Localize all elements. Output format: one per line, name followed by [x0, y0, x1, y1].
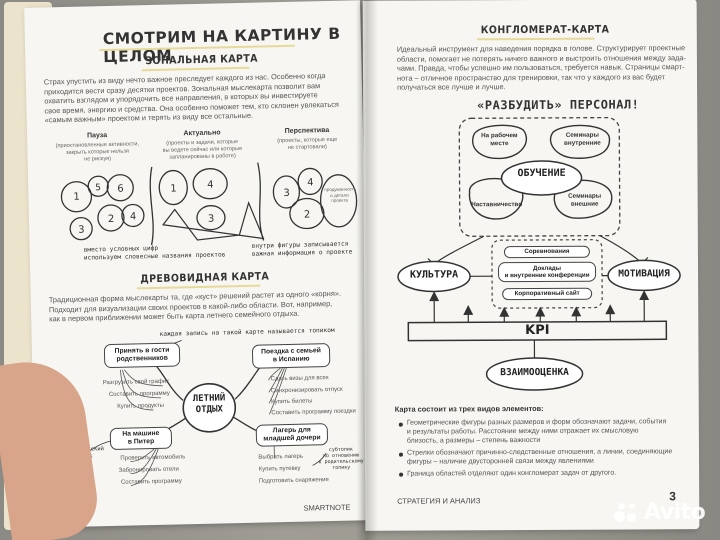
legend-line: фигуры – наличие двусторонней связи межд… [407, 457, 594, 466]
training-center-label: ОБУЧЕНИЕ [517, 167, 566, 180]
left-page: СМОТРИМ НА КАРТИНУ В ЦЕЛОМ ЗОНАЛЬНАЯ КАР… [24, 0, 372, 528]
branch-line: младшей дочери [263, 434, 321, 443]
center-topic-shape [182, 382, 237, 433]
leaf: Купить билеты [271, 398, 313, 406]
zone-separator [257, 162, 265, 241]
project-number: 4 [207, 180, 214, 191]
leaf: Купить продукты [117, 402, 164, 410]
blob-line: внешние [570, 200, 599, 208]
culture-label: КУЛЬТУРА [409, 269, 459, 281]
legend-item: Граница областей отделяют один конгломер… [407, 469, 617, 478]
zonal-note-left: вместо условных цифр используем словесны… [84, 243, 226, 261]
project-number: 5 [95, 183, 101, 193]
kpi-label: KPI [525, 322, 550, 339]
blob [468, 177, 524, 220]
project-shape [272, 175, 301, 209]
assessment-label: ВЗАИМООЦЕНКА [500, 366, 569, 379]
project-number: 4 [130, 211, 137, 222]
project-shape [192, 168, 228, 200]
footer-section: СТРАТЕГИЯ И АНАЛИЗ [397, 496, 481, 506]
legend-item: Стрелки обозначают причинно-следственные… [407, 447, 697, 467]
training-center-shape [500, 160, 583, 196]
kpi-arrows [429, 290, 650, 323]
project-number: 2 [108, 214, 115, 225]
blob [553, 179, 613, 219]
project-number: 2 [304, 209, 311, 220]
project-number: 1 [170, 183, 177, 194]
watermark-text: Avito [644, 500, 706, 525]
blob-label: Семинары внутренние [555, 132, 609, 147]
project-number: 3 [208, 214, 215, 225]
training-region [458, 116, 621, 237]
perspective-side-note: продуманность и детали проекта [324, 186, 357, 203]
zigzag-line [161, 201, 265, 241]
avito-logo-icon [614, 501, 640, 525]
project-circle [106, 174, 134, 202]
blob-label: Семинары внешние [558, 193, 612, 208]
blob-line: На рабочем [481, 132, 518, 140]
note-line: продуманность [324, 186, 357, 193]
blob [471, 124, 528, 160]
kpi-bar [407, 320, 668, 342]
blob-line: месте [490, 139, 509, 147]
project-shape [297, 167, 323, 196]
conglomerate-diagram [397, 116, 681, 477]
middle-box-corporate-site: Корпоративный сайт [502, 287, 593, 301]
project-shape [289, 197, 325, 230]
communication-region [491, 239, 603, 309]
project-shape [196, 205, 226, 231]
project-number: 3 [283, 188, 290, 199]
zonal-note-right: внутри фигуры записывается важная информ… [252, 240, 353, 258]
box-line: и внутренние конференции [504, 271, 590, 280]
blob-line: внутренние [563, 139, 601, 147]
center-topic: ЛЕТНИЙ ОТДЫХ [191, 393, 227, 416]
blob-label: На рабочем месте [475, 132, 523, 147]
motivation-label: МОТИВАЦИЯ [618, 268, 670, 280]
bullet [399, 472, 404, 477]
branch-line: в Питер [127, 438, 155, 446]
footer-brand: SMARTNOTE [303, 502, 351, 513]
book-spine [356, 0, 378, 540]
center-line: ЛЕТНИЙ [192, 393, 226, 405]
bullet [398, 422, 403, 427]
branch-line: родственников [116, 354, 168, 363]
blob-label: Наставничество [471, 201, 523, 209]
zonal-diagram: 1 5 6 3 2 4 1 4 3 3 4 2 [60, 162, 358, 486]
project-shape [158, 169, 188, 206]
zone-separator [149, 166, 154, 246]
project-circle [69, 216, 93, 241]
legend-item: Геометрические фигуры разных размеров и … [407, 417, 697, 446]
leaf: Купить путевку [258, 465, 301, 473]
project-circle [97, 204, 125, 232]
legend-title: Карта состоит из трех видов элементов: [394, 403, 544, 414]
leaf: Выбрать лагерь [258, 453, 303, 461]
note-line: проекта [331, 197, 348, 203]
project-number: 1 [73, 192, 80, 203]
blob [549, 124, 611, 159]
middle-box-competitions: Соревнования [503, 245, 590, 259]
project-circle [87, 175, 109, 197]
bullet [398, 452, 403, 457]
branch-line: в Испанию [272, 355, 310, 364]
legend-line: близость, а размеры – степень важности [406, 436, 541, 445]
project-circle [121, 203, 145, 228]
project-number: 6 [117, 184, 124, 195]
watermark: Avito [614, 500, 706, 525]
project-number: 4 [307, 177, 314, 188]
project-shape [319, 174, 358, 228]
center-line: ОТДЫХ [195, 404, 223, 416]
project-circle [60, 181, 93, 213]
project-number: 3 [78, 225, 85, 236]
right-page: КОНГЛОМЕРАТ-КАРТА Идеальный инструмент д… [362, 0, 700, 531]
